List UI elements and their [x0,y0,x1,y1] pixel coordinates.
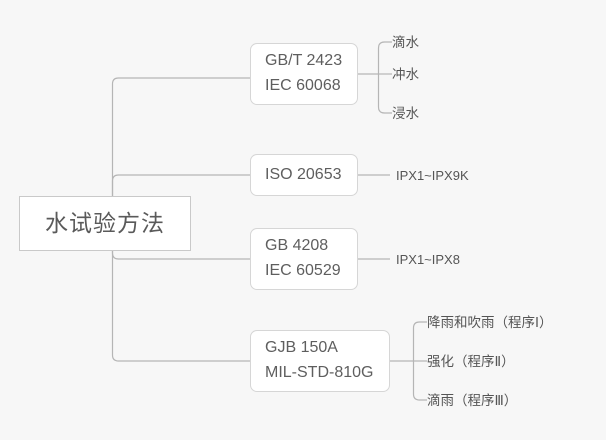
branch-node-line: GB/T 2423 [265,52,343,70]
branch-node-line: GB 4208 [265,237,329,255]
leaf-label[interactable]: 浸水 [392,106,419,121]
leaf-label[interactable]: 冲水 [392,67,419,82]
leaf-label[interactable]: 降雨和吹雨（程序Ⅰ） [427,315,553,330]
connector-branch-4-leaf-3 [412,361,427,401]
connector-branch-4-leaf-1 [412,321,427,361]
root-node[interactable]: 水试验方法 [19,196,191,251]
branch-node-line: IEC 60529 [265,262,341,279]
leaf-label[interactable]: 滴雨（程序Ⅲ） [427,393,518,408]
branch-node-gjb150a[interactable]: GJB 150A MIL-STD-810G [250,330,390,392]
leaf-label[interactable]: 强化（程序Ⅱ） [427,354,515,369]
connector-branch-1-leaf-1 [377,41,392,74]
branch-node-line: ISO 20653 [265,165,342,183]
branch-node-gbt2423[interactable]: GB/T 2423 IEC 60068 [250,43,358,105]
root-node-label: 水试验方法 [45,209,165,236]
connector-branch-1-leaf-3 [377,74,392,114]
branch-node-iso20653[interactable]: ISO 20653 [250,154,358,196]
leaf-label[interactable]: IPX1~IPX9K [396,168,469,183]
branch-node-line: GJB 150A [265,339,338,357]
leaf-label[interactable]: 滴水 [392,35,419,50]
leaf-label[interactable]: IPX1~IPX8 [396,252,460,267]
branch-node-line: IEC 60068 [265,77,341,94]
branch-node-gb4208[interactable]: GB 4208 IEC 60529 [250,228,358,290]
branch-node-line: MIL-STD-810G [265,364,374,381]
